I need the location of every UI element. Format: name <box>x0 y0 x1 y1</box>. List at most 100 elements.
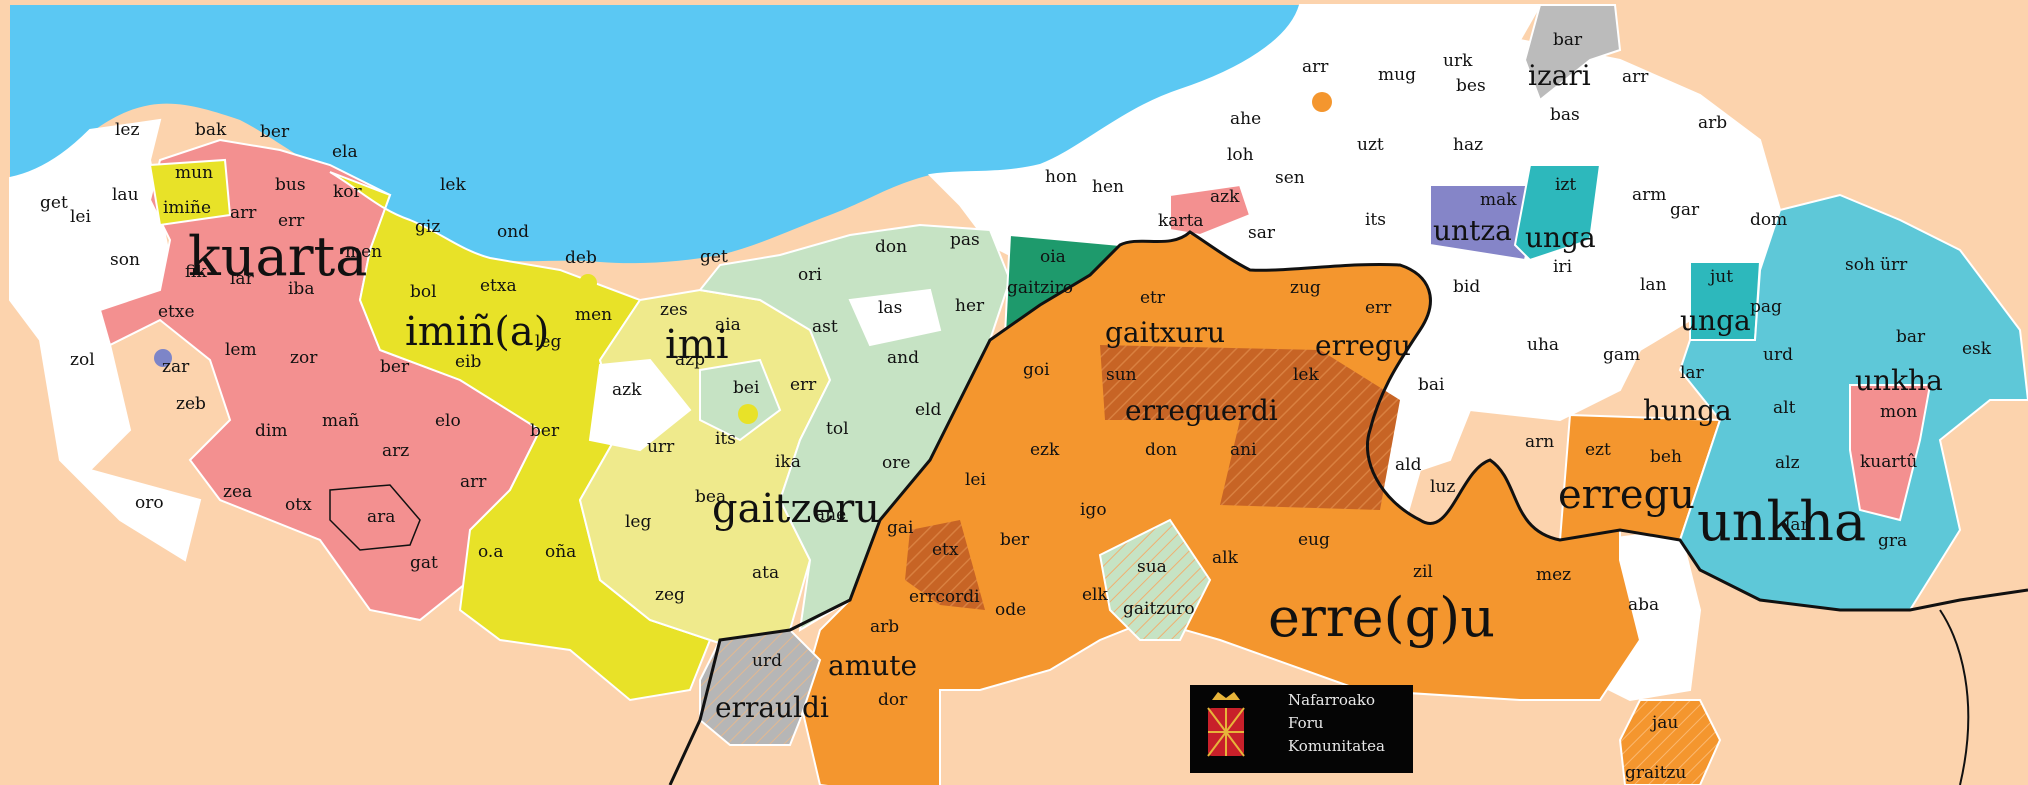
town-label-loh: loh <box>1227 145 1254 165</box>
town-label-bak: bak <box>195 120 227 140</box>
town-label-zug: zug <box>1290 278 1321 298</box>
town-label-gra: gra <box>1878 531 1907 551</box>
town-label-lem: lem <box>225 340 257 360</box>
town-label-ara: ara <box>367 507 395 527</box>
town-label-azk2: azk <box>1210 187 1240 207</box>
label-erregu-b: erregu <box>1558 472 1695 518</box>
town-label-haz: haz <box>1453 135 1483 155</box>
town-label-bas: bas <box>1550 105 1580 125</box>
label-graitzu: graitzu <box>1625 763 1686 783</box>
town-label-elo: elo <box>435 411 461 431</box>
town-label-ane: ane <box>815 505 846 525</box>
town-label-lei2: lei <box>965 470 986 490</box>
town-label-ata: ata <box>752 563 779 583</box>
town-label-urd1: urd <box>752 651 782 671</box>
town-label-zar: zar <box>162 357 190 377</box>
label-gaitxuru: gaitxuru <box>1105 316 1225 349</box>
town-label-arn: arn <box>1525 432 1554 452</box>
town-label-get1: get <box>40 193 68 213</box>
region-kuartu <box>1849 384 1932 522</box>
town-label-mon: mon <box>1880 402 1917 422</box>
label-unga-a: unga <box>1525 221 1596 254</box>
town-label-jau: jau <box>1650 713 1678 733</box>
region-bei <box>699 358 782 442</box>
town-label-hen: hen <box>1092 177 1124 197</box>
town-label-aia: aia <box>715 315 741 335</box>
town-label-gai: gai <box>887 518 914 538</box>
town-label-man: mañ <box>322 411 359 431</box>
label-untza: untza <box>1433 214 1512 247</box>
town-label-kor: kor <box>333 182 363 202</box>
town-label-zeb: zeb <box>176 394 206 414</box>
town-label-its1: its <box>715 429 736 449</box>
town-label-lek1: lek <box>440 175 466 195</box>
label-kuarta: kuarta <box>188 225 367 288</box>
marker-dot-arr <box>1312 92 1332 112</box>
town-label-bar1: bar <box>1553 30 1583 50</box>
town-label-bai: bai <box>1418 375 1445 395</box>
town-label-sen: sen <box>1275 168 1305 188</box>
town-label-arm: arm <box>1632 185 1666 205</box>
label-erregu-a: erregu <box>1315 329 1411 362</box>
region-white-azk <box>588 358 692 452</box>
town-label-get2: get <box>700 247 728 267</box>
town-label-ber4: ber <box>1000 530 1030 550</box>
region-white-west <box>9 118 202 562</box>
town-label-mun: mun <box>175 163 213 183</box>
town-label-bol: bol <box>410 282 437 302</box>
town-label-oa: o.a <box>478 542 503 562</box>
town-label-urr2: ürr <box>1880 255 1908 275</box>
label-gaitziro: gaitziro <box>1007 278 1073 298</box>
town-label-gam: gam <box>1603 345 1640 365</box>
town-label-ald: ald <box>1395 455 1422 475</box>
region-untza <box>1429 184 1542 262</box>
town-label-deb: deb <box>565 248 597 268</box>
label-unkha-b: unkha <box>1697 490 1866 553</box>
marker-dot-zar <box>154 349 172 367</box>
town-label-don1: don <box>875 237 907 257</box>
town-label-eug: eug <box>1298 530 1330 550</box>
town-label-err3: err <box>1365 298 1392 318</box>
town-label-dim: dim <box>255 421 287 441</box>
town-label-azp: azp <box>675 350 705 370</box>
town-label-zes: zes <box>660 300 688 320</box>
label-izari: izari <box>1528 59 1591 92</box>
town-label-zeg: zeg <box>655 585 685 605</box>
town-label-gar: gar <box>1670 200 1700 220</box>
label-imina: imiñ(a) <box>405 309 549 355</box>
town-label-ore: ore <box>882 453 910 473</box>
town-label-urr: urr <box>647 437 675 457</box>
town-label-jut: jut <box>1708 267 1733 287</box>
town-label-uha: uha <box>1527 335 1559 355</box>
town-label-otx: otx <box>285 495 312 515</box>
town-label-arr1: arr <box>230 203 257 223</box>
region-karta <box>1169 183 1252 237</box>
town-label-zil: zil <box>1413 562 1433 582</box>
region-gaitzuro <box>1098 518 1212 641</box>
town-label-hon: hon <box>1045 167 1077 187</box>
town-label-leg2: leg <box>625 512 651 532</box>
border-line-east <box>1939 609 1970 785</box>
town-label-dom: dom <box>1750 210 1787 230</box>
town-label-ona: oña <box>545 542 576 562</box>
town-label-oia: oia <box>1040 247 1066 267</box>
marker-dot-bei <box>738 404 758 424</box>
town-label-eib: eib <box>455 352 481 372</box>
logo-line-3: Komunitatea <box>1288 737 1385 755</box>
region-imine <box>148 158 232 227</box>
region-izari <box>1523 4 1622 102</box>
label-unga-b: unga <box>1680 304 1751 337</box>
marker-dot-lem <box>235 370 255 390</box>
town-label-pas: pas <box>950 230 980 250</box>
town-label-alt: alt <box>1773 398 1796 418</box>
label-karta: karta <box>1158 211 1204 231</box>
town-label-its2: its <box>1365 210 1386 230</box>
town-label-eld: eld <box>915 400 941 420</box>
town-label-mez: mez <box>1536 565 1571 585</box>
town-label-bus: bus <box>275 175 306 195</box>
town-label-arz: arz <box>382 441 409 461</box>
town-label-alz: alz <box>1775 453 1800 473</box>
town-label-arr4: arr <box>1622 67 1649 87</box>
label-hunga: hunga <box>1643 394 1732 427</box>
